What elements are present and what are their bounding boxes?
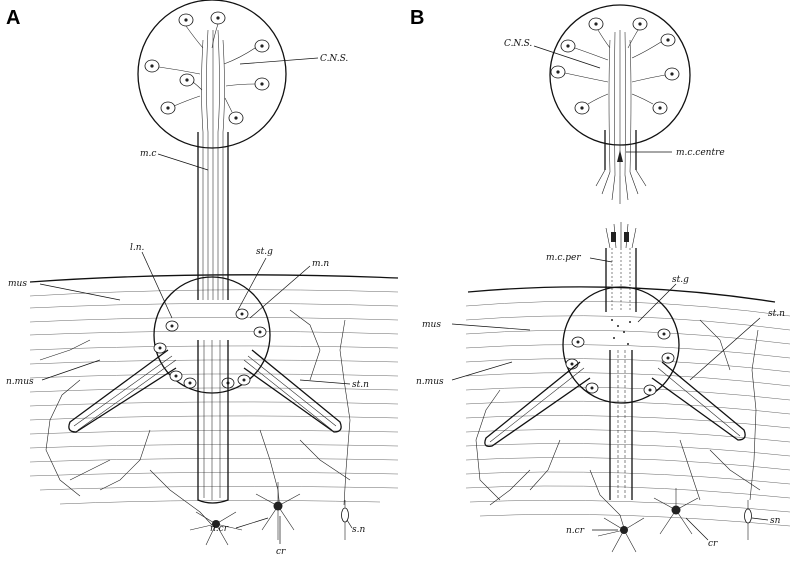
panel-a-nerve-cord bbox=[197, 29, 229, 300]
panel-b-ganglion bbox=[562, 286, 680, 404]
panel-a-label-mus: mus bbox=[8, 279, 27, 289]
panel-b-receptors bbox=[597, 488, 752, 553]
panel-b-label-cr: cr bbox=[708, 539, 718, 549]
panel-a-receptors bbox=[189, 482, 349, 546]
panel-a-label-mn: m.n bbox=[312, 259, 329, 269]
panel-b-muscle-lines bbox=[465, 286, 791, 527]
panel-b-label-mus: mus bbox=[422, 320, 441, 330]
panel-a-label-mc: m.c bbox=[140, 149, 156, 159]
panel-b-label-sn: sn bbox=[770, 516, 781, 526]
panel-b-peripheral-nerves bbox=[475, 319, 761, 529]
panel-b-lower-trunk bbox=[609, 350, 633, 500]
panel-b-label-stg: st.g bbox=[672, 275, 689, 285]
panel-b-label-mcper: m.c.per bbox=[546, 253, 581, 263]
panel-a: A bbox=[6, 0, 399, 557]
panel-b-label-cns: C.N.S. bbox=[504, 39, 532, 49]
panel-a-label-stn: st.n bbox=[352, 380, 369, 390]
panel-a-letter: A bbox=[6, 7, 20, 29]
panel-b-label-mccentre: m.c.centre bbox=[676, 148, 725, 158]
panel-b-ganglion-cells bbox=[565, 319, 675, 396]
panel-a-label-sn: s.n bbox=[352, 525, 365, 535]
panel-a-label-ln: l.n. bbox=[130, 243, 145, 253]
panel-b-cns-cells bbox=[550, 17, 680, 115]
panel-b-left-branch bbox=[484, 361, 591, 447]
panel-a-label-ncr: n.cr bbox=[210, 524, 229, 534]
panel-a-right-branch bbox=[243, 349, 342, 433]
panel-a-cns-cells bbox=[144, 11, 270, 125]
panel-b-severed-cord-top bbox=[595, 30, 647, 204]
panel-b-right-branch bbox=[651, 361, 746, 441]
panel-a-label-stg: st.g bbox=[256, 247, 273, 257]
panel-a-label-cns: C.N.S. bbox=[320, 54, 348, 64]
panel-a-label-nmus: n.mus bbox=[6, 377, 34, 387]
panel-b-label-nmus: n.mus bbox=[416, 377, 444, 387]
panel-a-leader-lines bbox=[39, 57, 353, 544]
panel-b-letter: B bbox=[410, 7, 424, 29]
panel-b-leader-lines bbox=[451, 45, 769, 541]
panel-a-lower-trunk bbox=[197, 340, 229, 504]
panel-b: B bbox=[410, 4, 791, 553]
panel-b-label-ncr: n.cr bbox=[566, 526, 585, 536]
panel-a-muscle-lines bbox=[29, 274, 399, 505]
panel-a-label-cr: cr bbox=[276, 547, 286, 557]
panel-a-left-branch bbox=[68, 349, 177, 433]
panel-a-peripheral-nerves bbox=[39, 309, 351, 526]
panel-b-severed-cord-bottom bbox=[605, 222, 637, 312]
panel-a-ganglion-cells bbox=[153, 308, 267, 389]
panel-b-label-stn: st.n bbox=[768, 309, 785, 319]
panel-a-cns-sphere bbox=[137, 0, 287, 149]
